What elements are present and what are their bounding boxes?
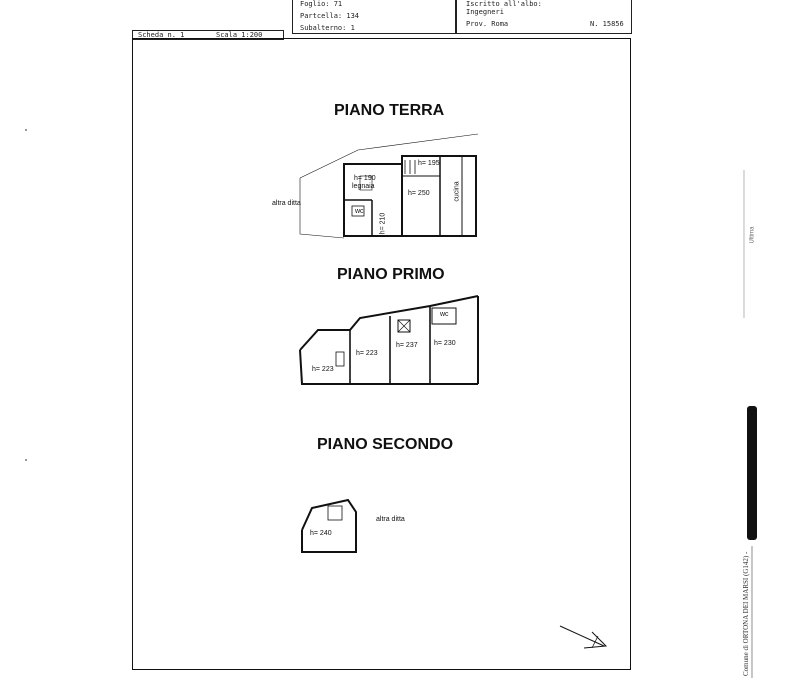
label-h223-center: h= 223: [356, 350, 378, 357]
piano-secondo-title: PIANO SECONDO: [317, 436, 454, 453]
label-h240: h= 240: [310, 530, 332, 537]
scala-field: Scala 1:200: [216, 31, 263, 39]
label-legnaia: legnaia: [352, 183, 375, 190]
side-small-label: Ultima: [749, 226, 756, 244]
piano-secondo-plan: [301, 498, 357, 553]
north-arrow: [559, 625, 608, 649]
label-altra-ditta-secondo: altra ditta: [376, 516, 405, 523]
scheda-field: Scheda n. 1: [138, 31, 185, 39]
label-h195: h= 195: [418, 160, 440, 167]
label-h210: h= 210: [379, 212, 387, 235]
ingegneri-field: Ingegneri: [466, 8, 504, 16]
header-box-right: [456, 0, 632, 34]
label-h250: h= 250: [408, 190, 430, 197]
side-stamp: Comune di ORTONA DEI MARSI (G142) -: [742, 551, 750, 676]
label-altra-ditta-terra: altra ditta: [272, 200, 301, 207]
particella-field: Partcella: 134: [300, 12, 360, 20]
drawing-frame: [132, 38, 631, 670]
piano-terra-title: PIANO TERRA: [334, 102, 445, 119]
header-box-left: [292, 0, 456, 34]
subalterno-field: Subalterno: 1: [300, 24, 355, 32]
piano-terra-plan: [299, 133, 479, 239]
label-wc-terra: wc: [355, 208, 364, 215]
label-h223-left: h= 223: [312, 366, 334, 373]
piano-primo-title: PIANO PRIMO: [337, 266, 445, 283]
foglio-field: Foglio: 71: [300, 0, 343, 8]
label-h190: h= 190: [354, 175, 376, 182]
scheda-box: [132, 30, 284, 40]
piano-primo-plan: [299, 295, 479, 385]
label-wc-primo: wc: [440, 311, 449, 318]
label-h230: h= 230: [434, 340, 456, 347]
numero-field: N. 15856: [590, 20, 624, 28]
iscritto-field: Iscritto all'albo:: [466, 0, 542, 8]
prov-field: Prov. Roma: [466, 20, 509, 28]
label-cucina: cucina: [453, 181, 461, 202]
label-h237: h= 237: [396, 342, 418, 349]
